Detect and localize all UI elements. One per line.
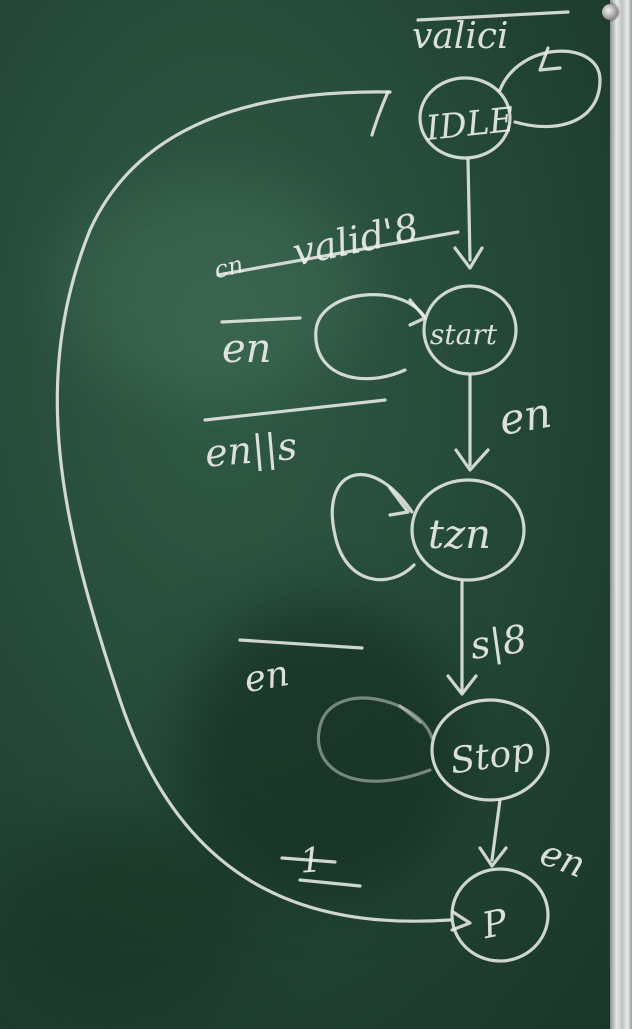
return-arc-p-to-idle	[55, 90, 452, 923]
state-idle-label: IDLE	[423, 100, 516, 149]
state-tzn-circle	[410, 478, 526, 582]
start-self-loop	[314, 293, 426, 381]
state-start-label: start	[430, 318, 498, 351]
label-idle-to-start: valid'8	[289, 205, 423, 275]
state-p-circle	[450, 867, 550, 963]
label-tzn-self: en||s	[203, 424, 299, 476]
label-idle-self: valici	[412, 16, 509, 57]
state-start-circle	[422, 284, 518, 376]
label-start-to-tzn: en	[495, 388, 555, 445]
state-p-label: P	[478, 902, 512, 948]
label-stop-self: en	[241, 653, 292, 701]
state-stop-circle	[430, 698, 550, 802]
label-idle-to-start-prefix: cn	[211, 250, 246, 284]
label-tzn-to-stop: s|8	[468, 617, 530, 668]
label-start-self: en	[222, 326, 271, 372]
label-stop-to-p: en	[535, 832, 591, 886]
tzn-self-loop	[330, 472, 416, 582]
label-p-to-idle: 1	[299, 840, 323, 881]
idle-self-loop	[498, 49, 602, 129]
state-tzn-label: tzn	[428, 512, 491, 558]
state-idle-circle	[418, 76, 512, 160]
state-stop-label: Stop	[448, 730, 537, 782]
board-frame	[610, 0, 632, 1029]
stop-self-loop	[316, 696, 434, 783]
frame-screw	[602, 4, 618, 20]
